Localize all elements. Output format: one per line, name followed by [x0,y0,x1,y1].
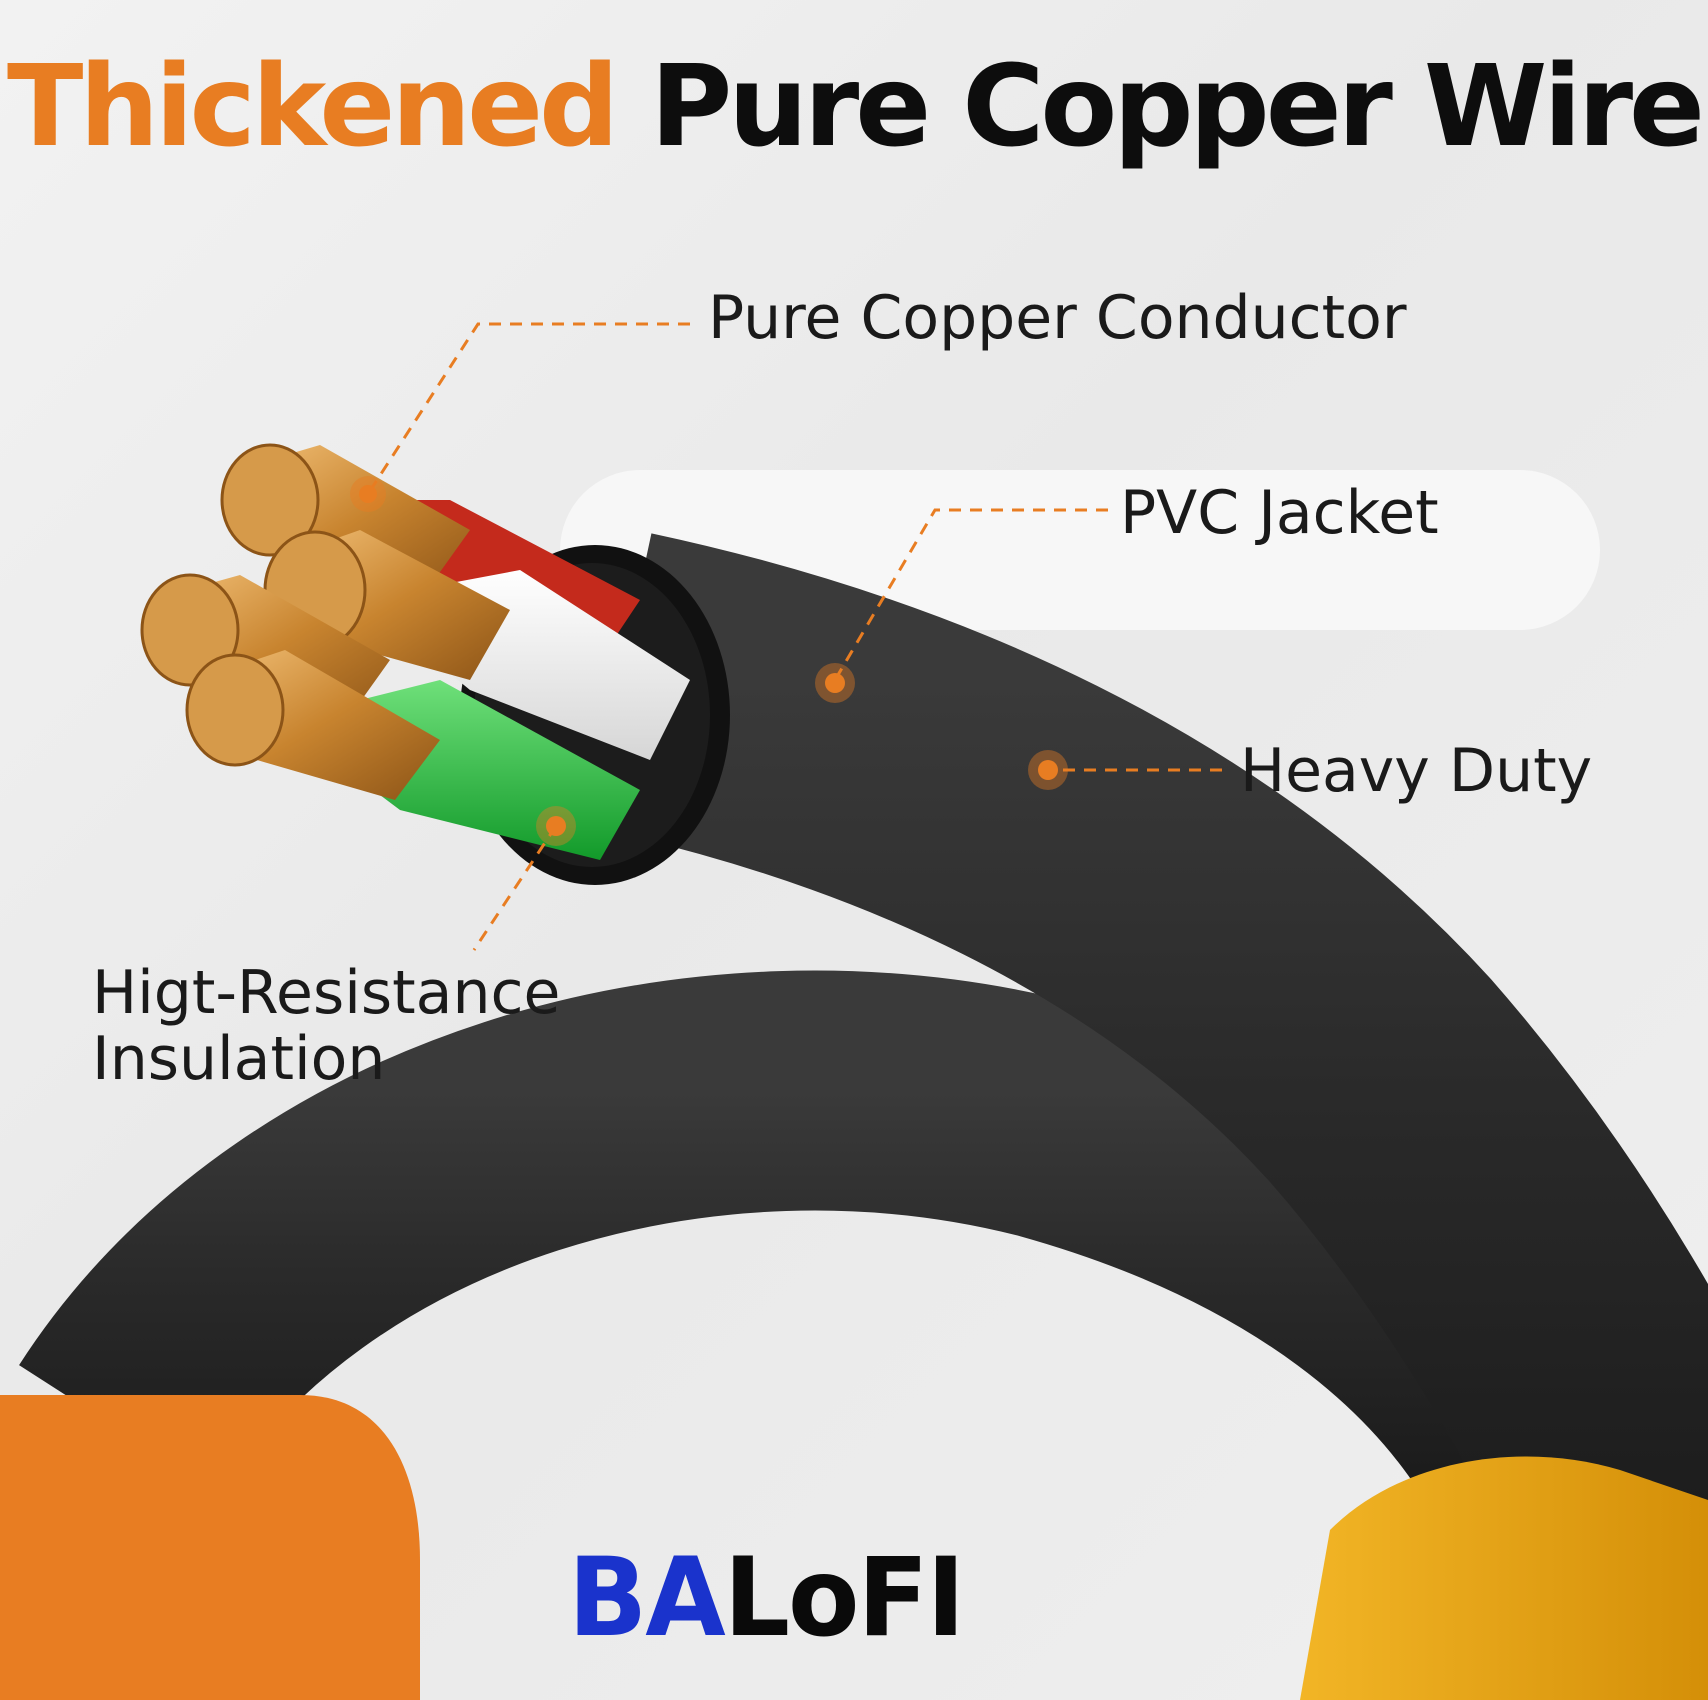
headline-main: Pure Copper Wire [650,42,1705,172]
callout-duty: Heavy Duty [1240,736,1593,806]
headline: Thickened Pure Copper Wire [0,40,1708,174]
orange-corner-shape [0,1395,420,1700]
yellow-plug [1300,1456,1708,1700]
callout-lines [366,322,1222,951]
callout-dots [350,476,1068,846]
callout-conductor: Pure Copper Conductor [708,283,1407,353]
brand-part2: LoFI [723,1532,965,1662]
callout-insulation-line1: Higt-Resistance [92,958,561,1028]
brand-logo: BALoFI [568,1532,965,1662]
cable-body [588,533,1708,1661]
callout-insulation: Higt-Resistance Insulation [92,960,652,1092]
callout-insulation-line2: Insulation [92,1024,386,1094]
callout-jacket: PVC Jacket [1120,478,1439,548]
headline-accent: Thickened [6,42,619,172]
copper-conductor [140,443,510,800]
brand-part1: BA [568,1532,726,1662]
